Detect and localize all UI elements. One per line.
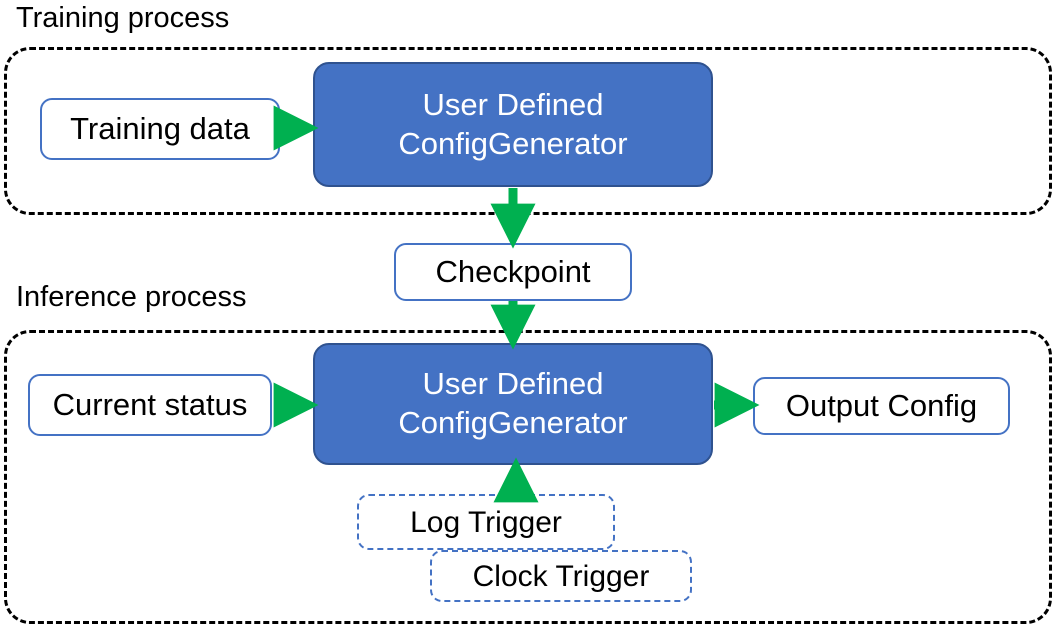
node-training-data[interactable]: Training data <box>40 98 280 160</box>
node-user-defined-config-generator-training[interactable]: User Defined ConfigGenerator <box>313 62 713 187</box>
node-log-trigger[interactable]: Log Trigger <box>357 494 615 550</box>
node-checkpoint[interactable]: Checkpoint <box>394 243 632 301</box>
node-udcg-training-line2: ConfigGenerator <box>398 125 628 161</box>
node-udcg-inference-line1: User Defined <box>422 366 604 402</box>
node-clock-trigger[interactable]: Clock Trigger <box>430 550 692 602</box>
inference-process-label: Inference process <box>16 281 247 313</box>
node-udcg-training-line1: User Defined <box>422 86 604 122</box>
node-output-config[interactable]: Output Config <box>753 377 1010 435</box>
node-current-status[interactable]: Current status <box>28 374 272 436</box>
node-user-defined-config-generator-inference[interactable]: User Defined ConfigGenerator <box>313 343 713 465</box>
training-process-label: Training process <box>16 2 230 34</box>
node-udcg-inference-line2: ConfigGenerator <box>398 405 628 440</box>
